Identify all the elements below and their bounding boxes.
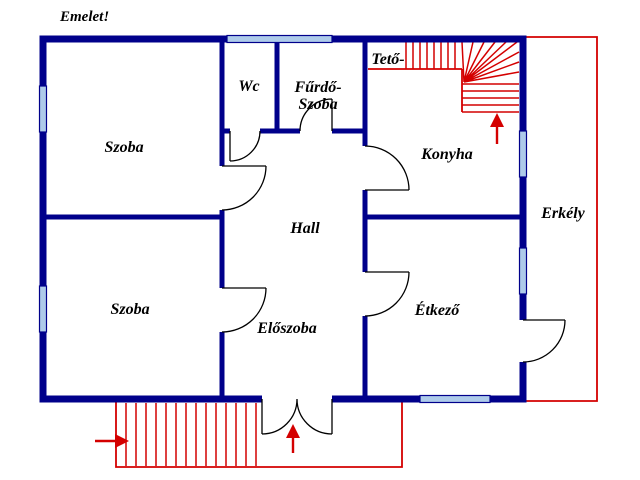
top-staircase-winder-fan xyxy=(461,41,520,83)
door-erkely xyxy=(522,319,566,363)
doors xyxy=(221,98,566,435)
room-label-hall: Hall xyxy=(289,220,320,237)
top-staircase xyxy=(368,41,520,113)
page-title: Emelet! xyxy=(59,9,109,25)
door-etkezo xyxy=(364,271,410,317)
labels: Emelet! Szoba Wc Fűrdő- Szoba Tető- Kony… xyxy=(59,9,586,337)
door-front-double xyxy=(261,398,333,435)
bottom-staircase-treads xyxy=(125,403,257,466)
windows xyxy=(38,34,528,404)
door-szoba-top xyxy=(221,165,267,211)
window-right-upper xyxy=(518,130,528,178)
room-label-teto: Tető- xyxy=(371,51,404,68)
room-label-etkezo: Étkező xyxy=(414,300,460,319)
room-label-szoba-bottom: Szoba xyxy=(110,301,149,318)
room-label-erkely: Erkély xyxy=(540,205,585,222)
balcony-rail xyxy=(525,36,598,402)
up-arrow-front-door-icon xyxy=(286,424,300,453)
room-label-szoba-top: Szoba xyxy=(104,139,143,156)
bottom-staircase-outline xyxy=(115,402,403,468)
room-label-eloszoba: Előszoba xyxy=(256,320,317,337)
room-label-furdo-line1: Fűrdő- xyxy=(293,79,341,96)
door-konyha xyxy=(364,145,410,191)
window-bottom xyxy=(419,394,491,404)
window-top xyxy=(226,34,333,44)
window-left-bottom xyxy=(38,285,48,333)
window-left-top xyxy=(38,85,48,133)
balcony-outline xyxy=(525,36,598,402)
up-arrow-top-stairs-icon xyxy=(490,113,504,144)
room-label-konyha: Konyha xyxy=(420,146,473,163)
door-wc xyxy=(229,130,261,162)
top-staircase-lower-treads xyxy=(462,83,519,113)
right-arrow-bottom-stairs-icon xyxy=(95,434,129,448)
door-szoba-bottom xyxy=(221,287,267,333)
window-right-mid xyxy=(518,247,528,295)
top-staircase-rail xyxy=(368,68,463,112)
room-label-furdo-line2: Szoba xyxy=(298,96,337,113)
walls xyxy=(39,35,527,403)
door-furdo xyxy=(299,98,333,132)
arrows xyxy=(95,113,504,453)
bottom-staircase xyxy=(115,402,403,468)
top-staircase-upper-treads xyxy=(405,42,456,69)
room-label-wc: Wc xyxy=(238,78,259,95)
